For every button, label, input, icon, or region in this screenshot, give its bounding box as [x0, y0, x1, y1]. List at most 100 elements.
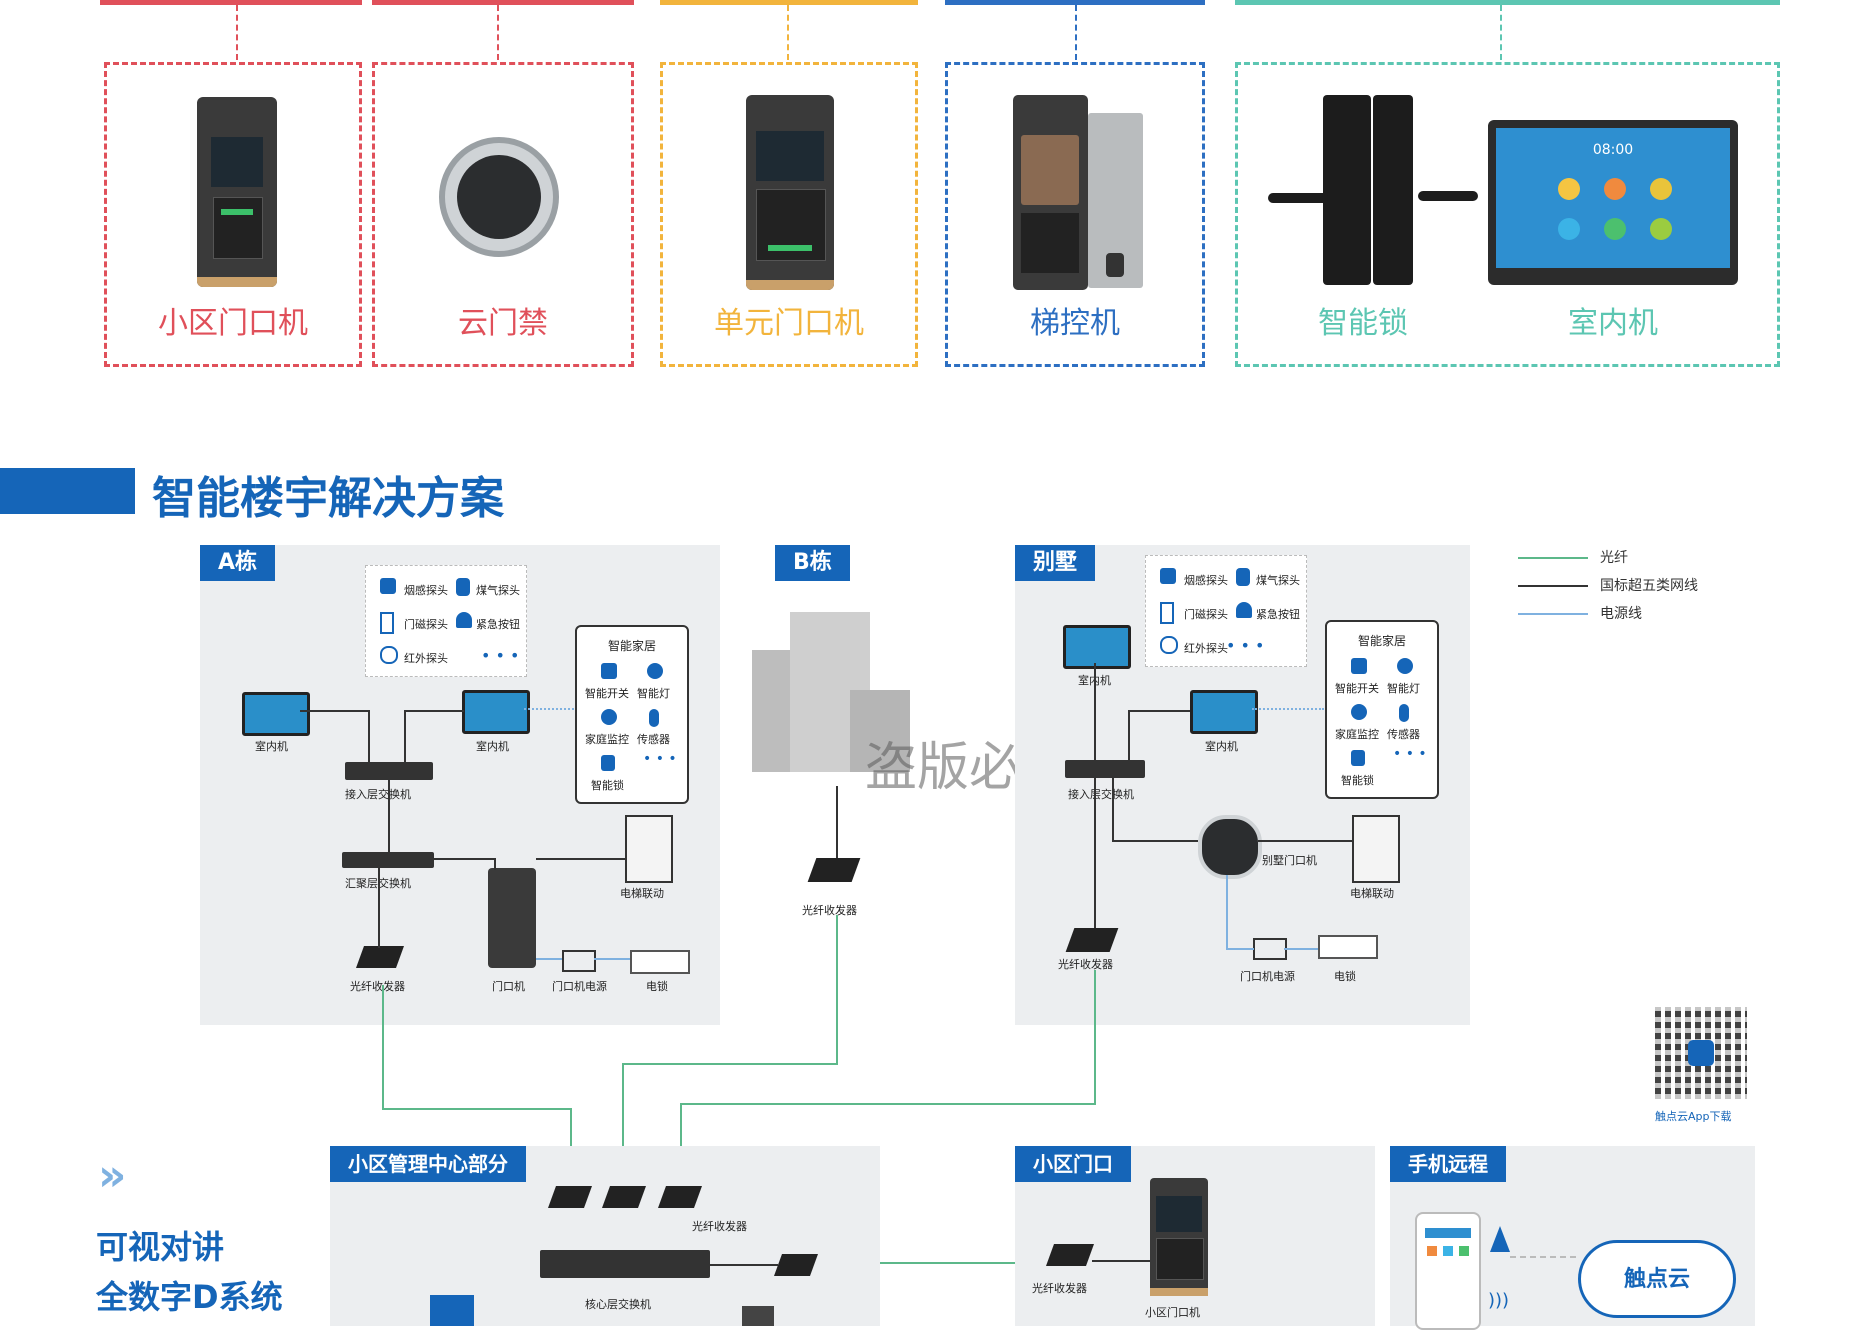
product-group-bar-4 [945, 0, 1205, 5]
antenna-icon [1490, 1226, 1510, 1252]
smart-home-label: 智能开关 [1335, 682, 1379, 695]
wireless-link [524, 708, 574, 710]
device-label: 核心层交换机 [585, 1298, 651, 1311]
villa-smart-home: 智能家居 智能开关 智能灯 家庭监控 传感器 • • • 智能锁 [1325, 620, 1439, 799]
smart-light-icon [647, 663, 663, 679]
smart-home-label: 家庭监控 [1335, 728, 1379, 741]
infrared-sensor-icon [1160, 636, 1178, 654]
smoke-sensor-icon [380, 578, 396, 594]
smart-switch-icon [601, 663, 617, 679]
cloud-access-image [439, 137, 559, 257]
cat5e-wire [1094, 663, 1096, 760]
device-label: 门口机 [492, 980, 525, 993]
cloud-icon: 触点云 [1578, 1240, 1736, 1318]
cat5e-wire [404, 710, 406, 764]
elevator-icon [625, 815, 673, 883]
device-label: 电梯联动 [620, 887, 664, 900]
gas-sensor-icon [1236, 568, 1250, 586]
sensor-label: 紧急按钮 [476, 618, 520, 631]
building-a-sensors: 烟感探头 煤气探头 门磁探头 紧急按钮 红外探头 • • • [365, 565, 527, 677]
fiber-link [680, 1103, 1096, 1105]
product-label: 云门禁 [458, 306, 548, 341]
device-label: 门口机电源 [552, 980, 607, 993]
product-card-lock-indoor: 08:00 智能锁 室内机 [1235, 62, 1780, 367]
fiber-transceiver-icon [1045, 1244, 1095, 1266]
building-a-smart-home: 智能家居 智能开关 智能灯 家庭监控 传感器 • • • 智能锁 [575, 625, 689, 804]
smart-home-label: 传感器 [637, 733, 670, 746]
power-wire [1284, 948, 1318, 950]
smart-home-label: 智能锁 [1341, 774, 1374, 787]
door-station-image [197, 97, 277, 287]
legend-item-cat5e: 国标超五类网线 [1518, 575, 1698, 595]
wifi-icon: ))) [1488, 1290, 1510, 1311]
elevator-icon [1352, 815, 1400, 883]
device-label: 光纤收发器 [350, 980, 405, 993]
section-title-bar [0, 468, 135, 514]
emergency-button-icon [1236, 602, 1252, 618]
device-label: 接入层交换机 [1068, 788, 1134, 801]
connector [1075, 5, 1077, 60]
indoor-unit-icon [1190, 690, 1258, 734]
bottom-title-line-1: 可视对讲 [96, 1228, 225, 1266]
villa-tag: 别墅 [1015, 545, 1096, 581]
section-title: 智能楼宇解决方案 [152, 473, 504, 524]
sensor-label: 烟感探头 [1184, 574, 1228, 587]
power-supply-icon [562, 950, 596, 972]
chevron-icon: » [98, 1150, 127, 1201]
cat5e-wire [836, 786, 838, 858]
smart-home-label: 智能灯 [1387, 682, 1420, 695]
product-label: 小区门口机 [158, 306, 308, 341]
thermometer-icon [649, 709, 659, 727]
more-dots: • • • [481, 646, 520, 665]
more-dots: • • • [643, 751, 677, 767]
more-dots: • • • [1393, 746, 1427, 762]
wireless-link [1252, 708, 1324, 710]
legend-item-power: 电源线 [1518, 603, 1642, 623]
door-unit-icon [488, 868, 536, 968]
product-group-bar-2 [372, 0, 634, 5]
fiber-link [382, 985, 384, 1110]
smart-home-title: 智能家居 [607, 639, 656, 653]
access-switch-icon [345, 762, 433, 780]
product-label: 梯控机 [1030, 306, 1120, 341]
qr-caption: 触点云App下载 [1655, 1110, 1732, 1123]
fiber-link [622, 1063, 624, 1186]
cat5e-wire [1128, 710, 1130, 760]
cat5e-wire [536, 858, 626, 860]
electric-lock-icon [630, 950, 690, 974]
power-wire [594, 958, 630, 960]
cat5e-wire [434, 858, 494, 860]
sensor-label: 紧急按钮 [1256, 608, 1300, 621]
sensor-label: 煤气探头 [1256, 574, 1300, 587]
smart-light-icon [1397, 658, 1413, 674]
cat5e-wire [1094, 778, 1096, 928]
device-label: 接入层交换机 [345, 788, 411, 801]
product-group-bar-3 [660, 0, 918, 5]
infrared-sensor-icon [380, 646, 398, 664]
indoor-monitor-image: 08:00 [1488, 120, 1738, 285]
indoor-unit-icon [1063, 625, 1131, 669]
product-label: 智能锁 [1318, 306, 1408, 341]
device-label: 室内机 [1205, 740, 1238, 753]
lock-icon [1351, 750, 1365, 766]
product-group-bar-1 [100, 0, 362, 5]
aggregation-switch-icon [342, 852, 434, 868]
cat5e-wire [1128, 710, 1190, 712]
fiber-link [1094, 970, 1096, 1105]
cat5e-wire [1112, 840, 1198, 842]
emergency-button-icon [456, 612, 472, 628]
door-sensor-icon [380, 612, 394, 634]
connector [497, 5, 499, 60]
sensor-label: 煤气探头 [476, 584, 520, 597]
device-label: 电锁 [646, 980, 668, 993]
cloud-label: 触点云 [1623, 1267, 1690, 1292]
smart-lock-image [1323, 95, 1371, 285]
fiber-link [622, 1063, 838, 1065]
device-label: 光纤收发器 [1058, 958, 1113, 971]
fiber-transceiver-icon [1065, 928, 1119, 952]
power-supply-icon [1253, 938, 1287, 960]
building-b-tag: B栋 [775, 545, 850, 581]
villa-door-unit-icon [1198, 815, 1262, 879]
fiber-link [810, 1262, 1050, 1264]
cat5e-wire [1092, 1260, 1152, 1262]
